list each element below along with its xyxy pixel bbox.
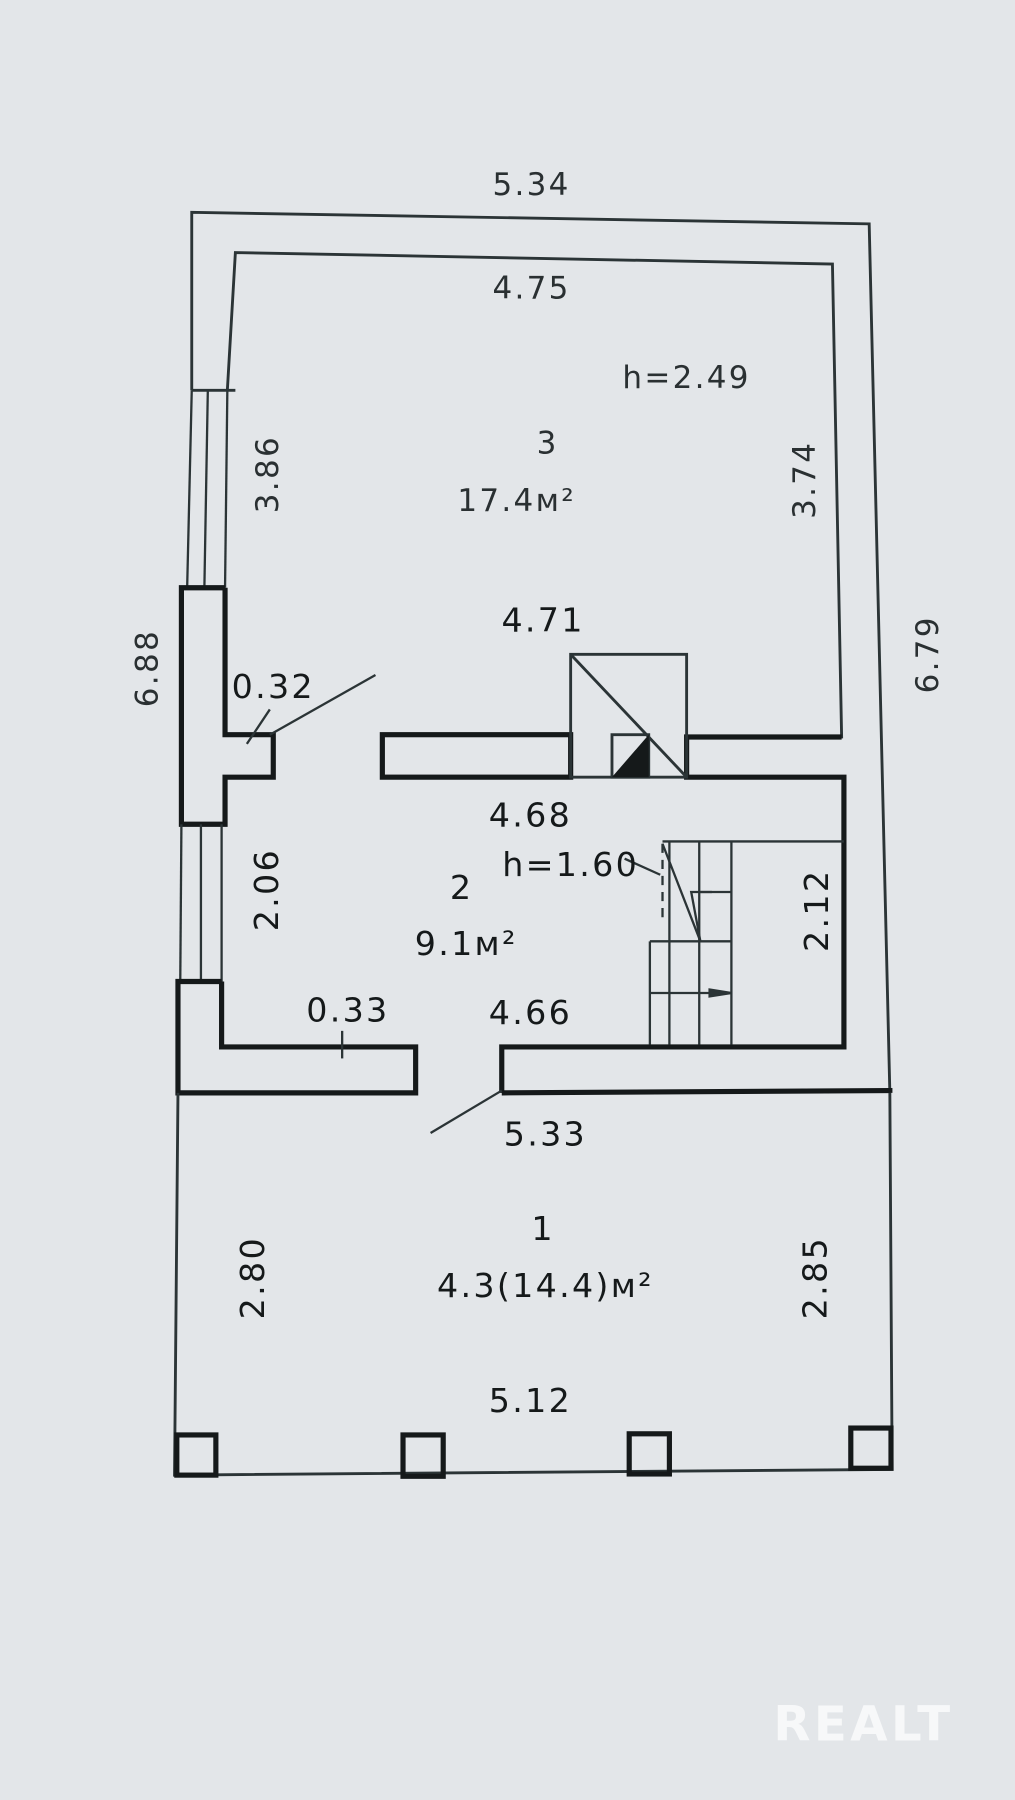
bottom-right-wall [501, 1087, 893, 1096]
walls [173, 210, 894, 1479]
room2-right: 2.12 [797, 869, 836, 952]
room1-number: 1 [531, 1209, 554, 1248]
room1-area: 4.3(14.4)м² [437, 1266, 654, 1305]
room3-area: 17.4м² [457, 483, 576, 519]
stair-triangle-icon [611, 734, 649, 778]
porch-outline [173, 1092, 894, 1477]
room3-number: 3 [537, 425, 559, 461]
outer-wall-line [190, 210, 892, 1093]
room1-width-top: 5.33 [504, 1115, 587, 1154]
outer-width-top: 5.34 [493, 167, 571, 203]
room2-number: 2 [450, 868, 473, 907]
stair-opening [569, 652, 689, 779]
realt-watermark-logo: REALT [773, 1696, 953, 1752]
wall-thickness-top: 0.32 [232, 667, 315, 706]
room2-width-top: 4.68 [489, 796, 572, 835]
room1-left: 2.80 [233, 1236, 272, 1319]
room3-width-bottom: 4.71 [501, 600, 584, 639]
room3-right: 3.74 [787, 441, 823, 519]
window-upper [186, 390, 229, 588]
leader-lines [245, 674, 661, 1135]
stairs [648, 840, 844, 1045]
room2-width-bottom: 4.66 [489, 993, 572, 1032]
left-wall [178, 585, 276, 827]
outer-left: 6.88 [129, 629, 165, 707]
room1-right: 2.85 [796, 1236, 835, 1319]
stair-height: h=1.60 [502, 845, 639, 884]
room1-width-bottom: 5.12 [489, 1381, 572, 1420]
room3-left: 3.86 [250, 435, 286, 513]
labels: 5.34 4.75 h=2.49 3 17.4м² 3.86 3.74 4.71… [129, 167, 946, 1420]
room3-width-top: 4.75 [493, 270, 571, 306]
interior-wall [379, 732, 574, 780]
wall-thickness-bottom: 0.33 [306, 991, 389, 1030]
room3-height: h=2.49 [622, 360, 750, 396]
bottom-left-wall [175, 978, 419, 1096]
room2-area: 9.1м² [415, 924, 518, 963]
outer-right: 6.79 [910, 615, 946, 693]
porch-posts [174, 1425, 894, 1479]
window-lower [179, 824, 223, 982]
room2-right-wall [499, 734, 847, 1093]
room2-left: 2.06 [247, 848, 286, 931]
